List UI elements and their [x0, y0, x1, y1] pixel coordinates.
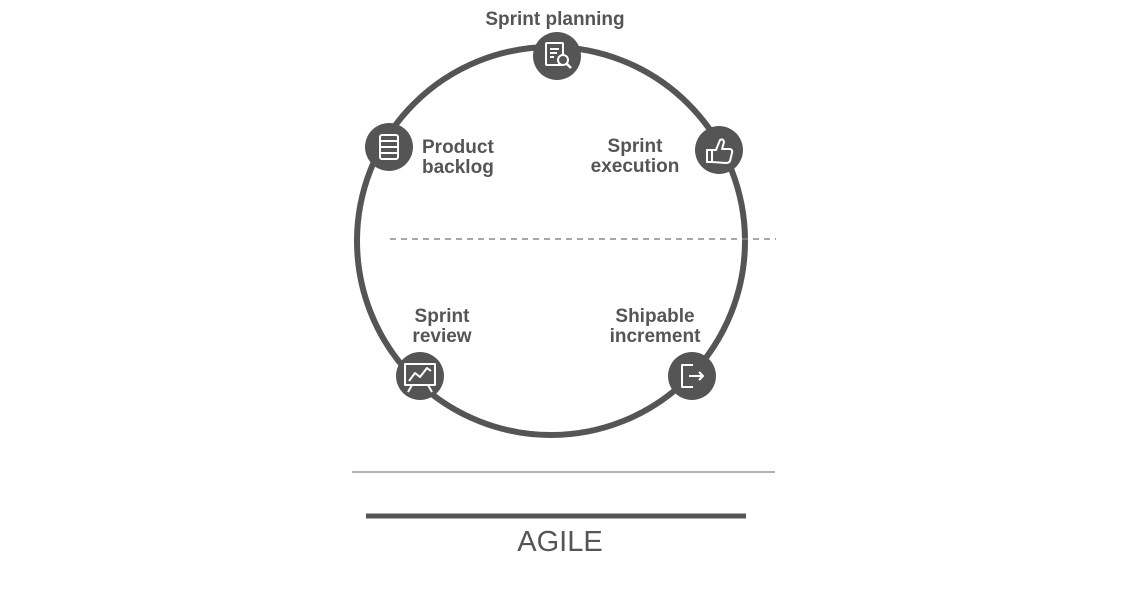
list-icon — [379, 134, 399, 160]
thumbs-up-icon — [706, 138, 734, 164]
footer-label-agile: AGILE — [517, 526, 602, 558]
node-sprint-execution — [695, 126, 743, 174]
node-shipable-increment — [668, 352, 716, 400]
label-sprint-execution-line2: execution — [591, 156, 680, 177]
node-sprint-review — [396, 352, 444, 400]
label-shipable-increment-line2: increment — [610, 326, 701, 347]
node-product-backlog — [365, 123, 413, 171]
label-sprint-review-line1: Sprint — [415, 306, 471, 327]
document-search-icon — [545, 42, 572, 69]
label-product-backlog-line1: Product — [422, 137, 494, 158]
export-icon — [681, 364, 704, 388]
label-shipable-increment-line1: Shipable — [615, 306, 694, 327]
label-sprint-execution-line1: Sprint — [608, 136, 664, 157]
presentation-chart-icon — [404, 363, 436, 393]
label-product-backlog-line2: backlog — [422, 157, 494, 178]
node-sprint-planning — [533, 32, 581, 80]
label-sprint-review-line2: review — [412, 326, 471, 347]
label-sprint-planning: Sprint planning — [485, 9, 624, 30]
